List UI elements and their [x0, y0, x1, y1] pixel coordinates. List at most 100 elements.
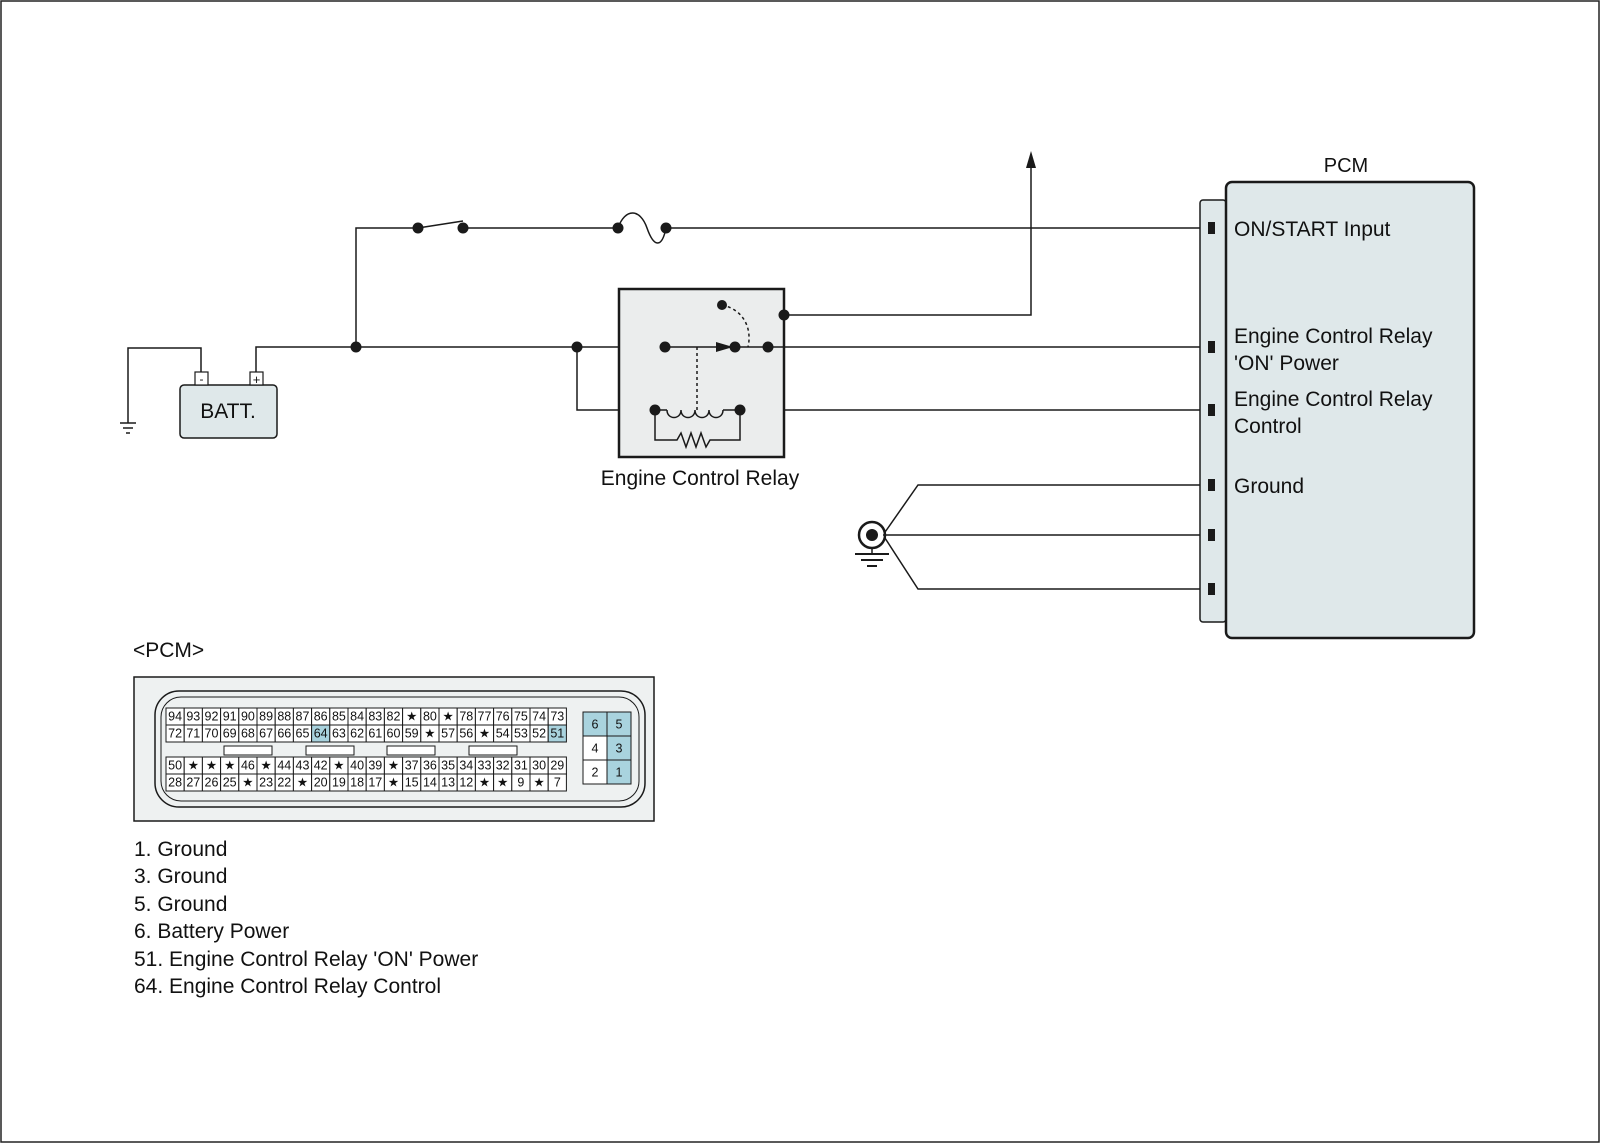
battery-body	[179, 384, 278, 439]
pin-label: 46	[241, 759, 255, 773]
pin-label: 73	[550, 710, 564, 724]
pin-label: 37	[405, 759, 419, 773]
pin-label: ★	[424, 727, 435, 741]
pin-label: 75	[514, 710, 528, 724]
pcm-input-relay-control-l2: Control	[1234, 415, 1302, 438]
pcm-input-relay-power-l1: Engine Control Relay	[1234, 325, 1433, 348]
pin-label: ★	[479, 776, 490, 790]
battery-ground-symbol-icon	[120, 422, 136, 434]
pin-label: 12	[459, 776, 473, 790]
pcm-pins	[1208, 222, 1215, 595]
pin-label: 7	[554, 776, 561, 790]
pin-label: 31	[514, 759, 528, 773]
connector-shell	[154, 690, 646, 808]
pin-cell	[547, 724, 567, 743]
pin-label: 71	[186, 727, 200, 741]
legend-item: 3. Ground	[134, 865, 227, 888]
pin-label: ★	[206, 759, 217, 773]
pin-label: 13	[441, 776, 455, 790]
pin-label: 59	[405, 727, 419, 741]
pin-label: ★	[533, 776, 544, 790]
pin-label: 34	[459, 759, 473, 773]
pin-label: 84	[350, 710, 364, 724]
battery-neg-label: -	[200, 372, 204, 386]
pin-label: 94	[168, 710, 182, 724]
pin-label: ★	[224, 759, 235, 773]
pin-label: 57	[441, 727, 455, 741]
pin-label: 39	[368, 759, 382, 773]
legend-item: 64. Engine Control Relay Control	[134, 975, 441, 998]
pin-label: 78	[459, 710, 473, 724]
pin-label: ★	[442, 710, 453, 724]
pin-label: 9	[517, 776, 524, 790]
pin-label: 93	[186, 710, 200, 724]
pin-cell	[547, 773, 567, 792]
side-pin-label: 5	[616, 718, 623, 732]
legend-item: 5. Ground	[134, 893, 227, 916]
pin-label: 72	[168, 727, 182, 741]
pin-label: 18	[350, 776, 364, 790]
pin-label: 64	[314, 727, 328, 741]
pin-label: 14	[423, 776, 437, 790]
pin-label: 89	[259, 710, 273, 724]
pin-label: ★	[497, 776, 508, 790]
connector-keys	[223, 745, 518, 756]
pin-label: 17	[368, 776, 382, 790]
connector-title: <PCM>	[133, 639, 204, 662]
pin-label: 61	[368, 727, 382, 741]
pcm-input-relay-power-l2: 'ON' Power	[1234, 352, 1339, 375]
relay-contact-arrow-icon	[716, 342, 733, 352]
pin-label: 53	[514, 727, 528, 741]
pin-label: 87	[296, 710, 310, 724]
pcm-module: PCM ON/START Input Engine Control Relay …	[1199, 155, 1476, 640]
pin-label: 30	[532, 759, 546, 773]
relay-label: Engine Control Relay	[601, 467, 800, 490]
battery-label: BATT.	[200, 400, 256, 423]
pin-label: 15	[405, 776, 419, 790]
connector-shell-inner	[160, 696, 640, 802]
pin-label: 76	[496, 710, 510, 724]
pin-legend: 1. Ground 3. Ground 5. Ground 6. Battery…	[134, 838, 478, 998]
pin-label: 83	[368, 710, 382, 724]
pin-label: 20	[314, 776, 328, 790]
pin-label: 54	[496, 727, 510, 741]
pin-label: 65	[296, 727, 310, 741]
pin-label: 66	[277, 727, 291, 741]
pin-label: 82	[387, 710, 401, 724]
pin-label: 42	[314, 759, 328, 773]
pin-label: 85	[332, 710, 346, 724]
side-pin-label: 6	[592, 718, 599, 732]
side-pin-label: 1	[616, 766, 623, 780]
pin-label: 22	[277, 776, 291, 790]
pin-label: 43	[296, 759, 310, 773]
up-arrow-icon	[1026, 151, 1036, 168]
pin-label: 63	[332, 727, 346, 741]
pcm-input-ground: Ground	[1234, 475, 1304, 498]
battery-ground-wire	[127, 347, 202, 423]
pin-label: 74	[532, 710, 546, 724]
engine-control-relay: Engine Control Relay	[601, 287, 800, 490]
pin-label: 91	[223, 710, 237, 724]
pin-label: 67	[259, 727, 273, 741]
side-pin-cell	[582, 711, 608, 737]
battery: - + BATT.	[120, 347, 278, 439]
pin-label: 26	[205, 776, 219, 790]
pin-label: 44	[277, 759, 291, 773]
pin-label: 29	[550, 759, 564, 773]
pin-label: 77	[478, 710, 492, 724]
side-pin-label: 3	[616, 742, 623, 756]
pin-label: 92	[205, 710, 219, 724]
pin-label: 52	[532, 727, 546, 741]
pin-label: 28	[168, 776, 182, 790]
pin-label: 33	[478, 759, 492, 773]
pin-label: 90	[241, 710, 255, 724]
pin-label: 27	[186, 776, 200, 790]
pin-label: ★	[260, 759, 271, 773]
pin-label: ★	[406, 710, 417, 724]
pin-label: ★	[388, 759, 399, 773]
pin-label: ★	[242, 776, 253, 790]
